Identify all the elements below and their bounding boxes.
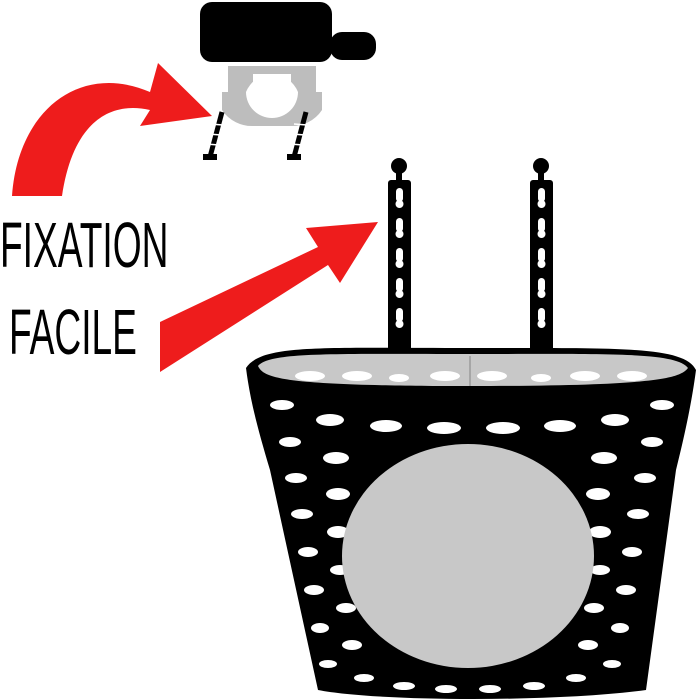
handlebar-mount-icon xyxy=(200,2,376,160)
mount-clamp-notch xyxy=(253,74,291,82)
screw-right xyxy=(287,111,309,160)
red-straight-arrow-icon xyxy=(160,222,378,372)
caption-line-1: FIXATION xyxy=(0,209,169,281)
basket-holes xyxy=(270,400,674,693)
basket-post-right xyxy=(530,158,553,380)
basket-center-plate xyxy=(342,444,594,668)
mount-clamp xyxy=(222,66,322,127)
mount-knob xyxy=(330,32,376,60)
red-curved-arrow-icon xyxy=(12,63,212,196)
mount-block xyxy=(200,2,332,62)
basket-post-left xyxy=(388,158,411,380)
basket-rim xyxy=(258,353,688,386)
basket-rim-holes xyxy=(295,371,647,382)
screw-left xyxy=(203,111,225,160)
bicycle-basket-icon xyxy=(246,158,696,699)
caption-line-2: FACILE xyxy=(9,296,137,368)
